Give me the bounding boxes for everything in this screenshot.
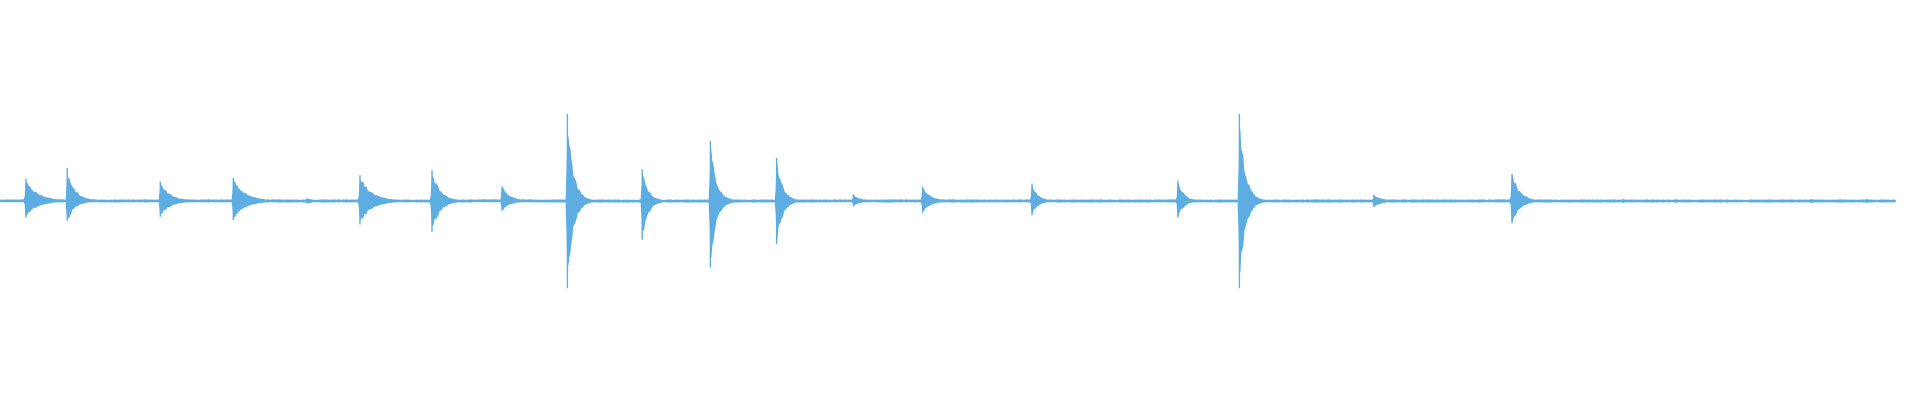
waveform-peaks (0, 113, 1896, 289)
waveform-envelope (0, 129, 1896, 273)
